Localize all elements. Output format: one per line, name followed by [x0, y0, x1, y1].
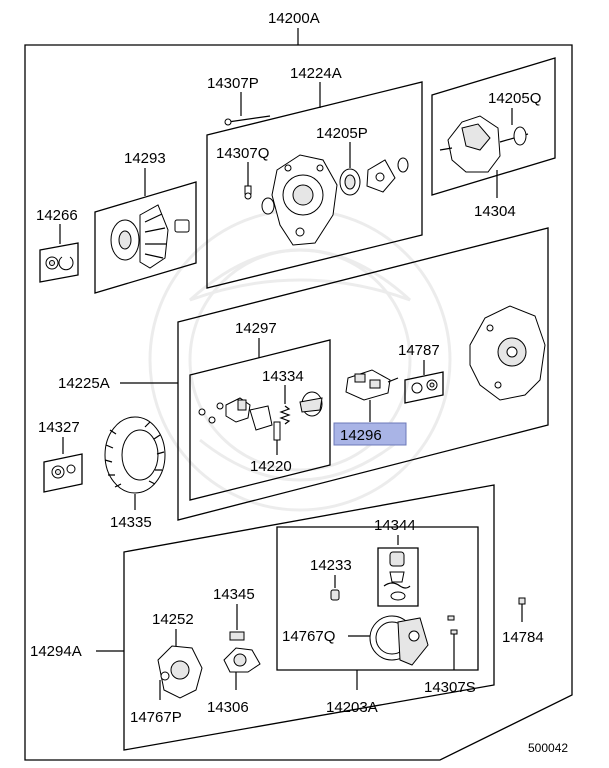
diode-14344 — [383, 551, 411, 601]
bearing-14327 — [51, 464, 76, 479]
small-washer — [397, 157, 409, 173]
label-14225A: 14225A — [58, 375, 110, 392]
screw-14307Q — [244, 185, 252, 200]
regulator-14296 — [345, 369, 399, 401]
label-14306: 14306 — [207, 699, 249, 716]
label-14200A: 14200A — [268, 10, 320, 27]
pulley-fan — [110, 204, 190, 269]
label-14294A: 14294A — [30, 643, 82, 660]
highlight-14296 — [333, 422, 407, 446]
group-14225A-frame — [177, 227, 549, 521]
group-14297-frame — [189, 339, 331, 501]
diagram-id: 500042 — [528, 741, 568, 755]
brush-14220 — [273, 421, 281, 455]
label-14787: 14787 — [398, 342, 440, 359]
label-14296: 14296 — [340, 427, 382, 444]
front-housing — [271, 154, 338, 246]
label-14233: 14233 — [310, 557, 352, 574]
label-14335: 14335 — [110, 514, 152, 531]
screws-14307S — [447, 615, 458, 670]
label-14307Q: 14307Q — [216, 145, 269, 162]
terminal-14345 — [229, 631, 245, 641]
outer-frame — [24, 44, 573, 761]
stator-14335 — [104, 416, 166, 494]
label-14307S: 14307S — [424, 679, 476, 696]
watermark-logo — [148, 208, 452, 512]
label-14220: 14220 — [250, 458, 292, 475]
label-14767Q: 14767Q — [282, 628, 335, 645]
retainer-plate — [366, 159, 396, 193]
label-14304: 14304 — [474, 203, 516, 220]
label-14266: 14266 — [36, 207, 78, 224]
group-14327-frame — [43, 453, 83, 493]
label-14297: 14297 — [235, 320, 277, 337]
cover-14252 — [157, 645, 203, 699]
bearing-14205P — [339, 168, 361, 196]
bolt-14307P — [224, 115, 271, 126]
label-14767P: 14767P — [130, 709, 182, 726]
group-14294A-frame — [123, 484, 495, 751]
label-14293: 14293 — [124, 150, 166, 167]
label-14205P: 14205P — [316, 125, 368, 142]
label-14307P: 14307P — [207, 75, 259, 92]
label-14252: 14252 — [152, 611, 194, 628]
label-14344: 14344 — [374, 517, 416, 534]
nut-washer-14787 — [411, 379, 438, 394]
label-14334: 14334 — [262, 368, 304, 385]
label-14205Q: 14205Q — [488, 90, 541, 107]
label-14224A: 14224A — [290, 65, 342, 82]
group-14344-frame — [377, 547, 419, 607]
bolt-14784 — [518, 597, 526, 622]
brush-spring-14334 — [279, 391, 323, 425]
group-14293-frame — [94, 181, 197, 294]
group-14203A-frame — [276, 526, 479, 671]
group-14304-frame — [431, 57, 556, 196]
label-14784: 14784 — [502, 629, 544, 646]
nut-washer-14266 — [45, 256, 74, 271]
rear-housing — [469, 305, 546, 401]
bolt-14233 — [330, 589, 340, 601]
brush-holder-14297 — [198, 397, 273, 431]
label-14345: 14345 — [213, 586, 255, 603]
label-14327: 14327 — [38, 419, 80, 436]
rotor-14304 — [439, 115, 529, 173]
rectifier-14767Q — [369, 615, 429, 666]
seal-ring — [261, 197, 275, 215]
holder-14306 — [223, 647, 261, 690]
group-14787-frame — [404, 371, 444, 404]
group-14266-frame — [39, 242, 79, 283]
group-14224A-frame — [206, 81, 423, 289]
label-14203A: 14203A — [326, 699, 378, 716]
